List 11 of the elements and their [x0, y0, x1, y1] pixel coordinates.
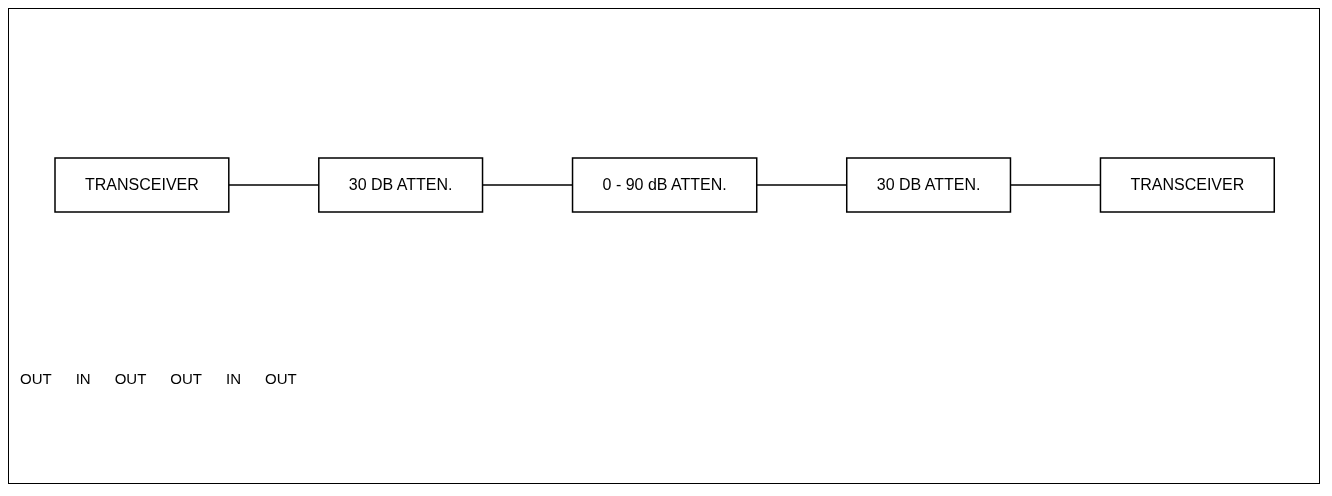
port-label: OUT — [265, 370, 297, 387]
node-box: TRANSCEIVER — [1100, 157, 1276, 213]
port-label: OUT — [114, 370, 147, 387]
port-label: OUT — [170, 370, 202, 387]
node-box: 30 DB ATTEN. — [846, 157, 1012, 213]
node-box: TRANSCEIVER — [54, 157, 230, 213]
port-label: OUT — [20, 370, 52, 387]
node-box: 30 DB ATTEN. — [318, 157, 484, 213]
port-label: IN — [226, 370, 241, 387]
port-label: IN — [75, 370, 91, 387]
node-box: 0 - 90 dB ATTEN. — [572, 157, 758, 213]
